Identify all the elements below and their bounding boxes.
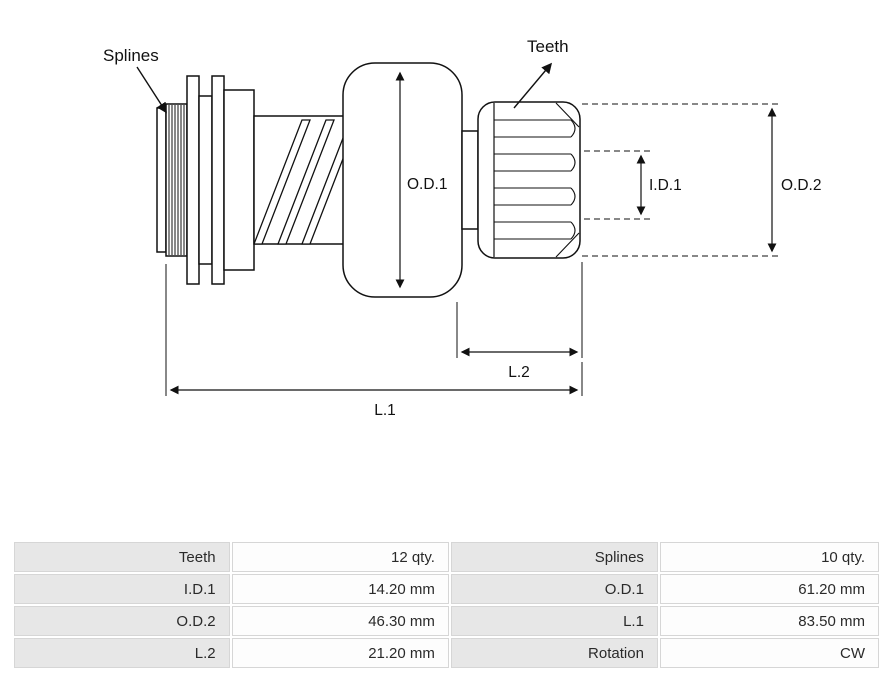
gear-chamfer-lines	[555, 102, 580, 258]
l2-extension-lines	[456, 262, 583, 358]
l1-extension-lines	[165, 264, 583, 396]
teeth-label: Teeth	[527, 37, 569, 56]
spec-value-splines: 10 qty.	[659, 542, 879, 572]
spec-table: Teeth 12 qty. Splines 10 qty. I.D.1 14.2…	[12, 540, 881, 670]
spec-value-l1: 83.50 mm	[659, 606, 879, 636]
spec-row-od2-l1: O.D.2 46.30 mm L.1 83.50 mm	[14, 606, 879, 636]
clutch-spring	[253, 115, 345, 245]
gear-teeth-lines	[494, 119, 571, 240]
starter-drive-diagram: Splines Teeth O.D.1 O.D.2 I.D.1 L.2 L.1	[103, 37, 821, 419]
spec-label-l2: L.2	[14, 638, 230, 668]
spec-label-id1: I.D.1	[14, 574, 230, 604]
spec-label-l1: L.1	[450, 606, 658, 636]
spec-label-teeth: Teeth	[14, 542, 230, 572]
spec-value-od2: 46.30 mm	[231, 606, 449, 636]
spec-row-id1-od1: I.D.1 14.20 mm O.D.1 61.20 mm	[14, 574, 879, 604]
od2-label: O.D.2	[781, 177, 821, 194]
od1-label: O.D.1	[407, 176, 447, 193]
splines-label: Splines	[103, 46, 159, 65]
spec-value-id1: 14.20 mm	[231, 574, 449, 604]
spec-label-rotation: Rotation	[450, 638, 658, 668]
pinion-gear	[477, 101, 581, 259]
drive-assembly	[156, 62, 581, 298]
spec-label-od1: O.D.1	[450, 574, 658, 604]
od2-extension-lines	[582, 103, 778, 257]
spec-label-splines: Splines	[450, 542, 658, 572]
l1-label: L.1	[374, 402, 396, 419]
splines-arrow	[136, 66, 167, 114]
spec-value-od1: 61.20 mm	[659, 574, 879, 604]
spec-value-rotation: CW	[659, 638, 879, 668]
gear-teeth-arcs	[570, 119, 576, 240]
id1-extension-lines	[584, 150, 650, 220]
starter-drive-drawing: Splines Teeth O.D.1 O.D.2 I.D.1 L.2 L.1	[103, 37, 821, 419]
spec-row-l2-rotation: L.2 21.20 mm Rotation CW	[14, 638, 879, 668]
teeth-arrow	[513, 62, 553, 109]
flange-plates	[186, 75, 255, 285]
spec-value-l2: 21.20 mm	[231, 638, 449, 668]
spec-label-od2: O.D.2	[14, 606, 230, 636]
spec-value-teeth: 12 qty.	[231, 542, 449, 572]
spline-shaft	[156, 103, 188, 257]
l2-label: L.2	[508, 364, 530, 381]
id1-label: I.D.1	[649, 177, 682, 194]
spec-row-teeth-splines: Teeth 12 qty. Splines 10 qty.	[14, 542, 879, 572]
spline-hatch	[168, 105, 185, 255]
pinion-neck	[461, 130, 479, 230]
